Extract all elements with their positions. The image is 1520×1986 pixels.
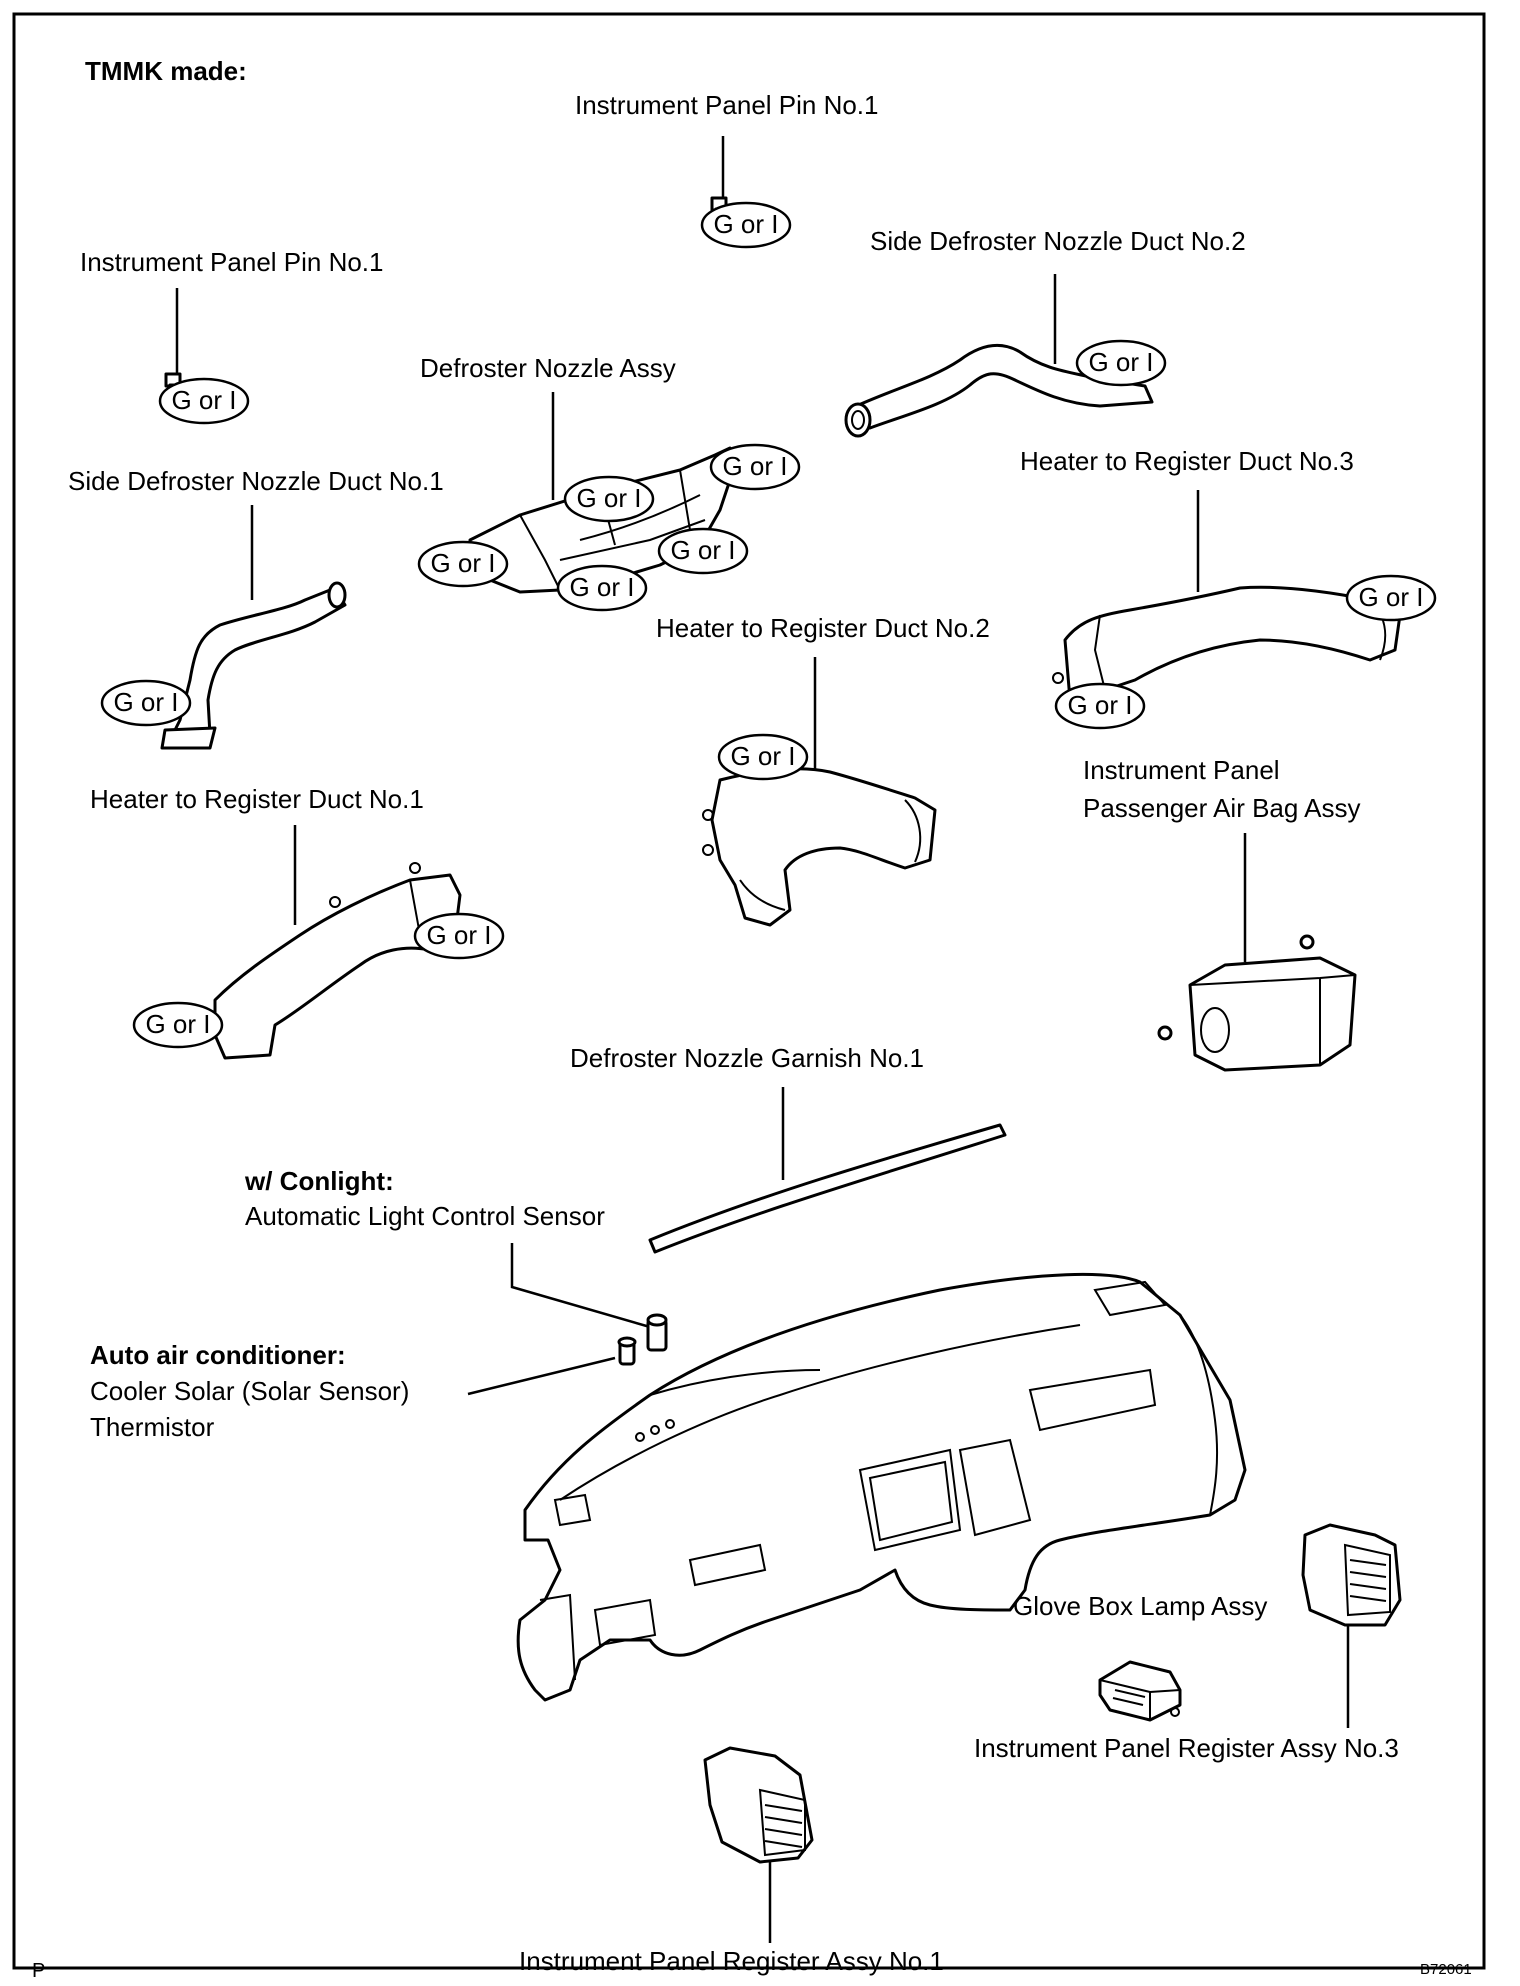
diagram-frame xyxy=(12,12,1486,1970)
svg-text:G or I: G or I xyxy=(1067,690,1132,720)
badge-heater-reg-no3-left: G or I xyxy=(1054,682,1146,730)
svg-text:G or I: G or I xyxy=(171,385,236,415)
svg-text:G or I: G or I xyxy=(722,451,787,481)
badge-defroster-nozzle-4: G or I xyxy=(417,540,509,588)
leader-conlight-sensor xyxy=(510,1243,651,1329)
glove-box-lamp-assy xyxy=(1098,1660,1182,1722)
side-defroster-nozzle-duct-no2 xyxy=(844,343,1154,438)
heater-to-register-duct-no2 xyxy=(702,767,937,927)
badge-defroster-nozzle-2: G or I xyxy=(563,475,655,523)
footer-left: P xyxy=(32,1960,45,1982)
svg-text:G or I: G or I xyxy=(145,1009,210,1039)
svg-text:G or I: G or I xyxy=(426,920,491,950)
badge-pin-left: G or I xyxy=(158,377,250,425)
svg-text:G or I: G or I xyxy=(576,483,641,513)
label-solar-line1: Cooler Solar (Solar Sensor) xyxy=(90,1376,409,1406)
label-defroster-nozzle-assy: Defroster Nozzle Assy xyxy=(420,353,676,383)
svg-text:G or I: G or I xyxy=(713,209,778,239)
defroster-nozzle-garnish-no1 xyxy=(648,1123,1007,1254)
label-glove-box-lamp: Glove Box Lamp Assy xyxy=(1013,1591,1267,1621)
auto-ac-heading: Auto air conditioner: xyxy=(90,1340,346,1370)
footer-right: B72061 xyxy=(1420,1961,1472,1978)
badge-pin-top: G or I xyxy=(700,201,792,249)
instrument-panel-register-assy-no1 xyxy=(703,1746,814,1864)
label-defroster-garnish: Defroster Nozzle Garnish No.1 xyxy=(570,1043,924,1073)
badge-side-defroster-no1: G or I xyxy=(100,679,192,727)
label-heater-reg-no3: Heater to Register Duct No.3 xyxy=(1020,446,1354,476)
label-airbag-line1: Instrument Panel xyxy=(1083,755,1280,785)
badge-heater-reg-no1-right: G or I xyxy=(413,912,505,960)
badge-defroster-nozzle-5: G or I xyxy=(556,564,648,612)
label-conlight-sensor: Automatic Light Control Sensor xyxy=(245,1201,605,1231)
svg-text:G or I: G or I xyxy=(430,548,495,578)
instrument-panel-register-assy-no3 xyxy=(1301,1523,1402,1627)
cooler-solar-sensor xyxy=(617,1336,637,1366)
label-pin-left: Instrument Panel Pin No.1 xyxy=(80,247,384,277)
badge-heater-reg-no3-right: G or I xyxy=(1345,574,1437,622)
label-heater-reg-no1: Heater to Register Duct No.1 xyxy=(90,784,424,814)
label-heater-reg-no2: Heater to Register Duct No.2 xyxy=(656,613,990,643)
label-airbag-line2: Passenger Air Bag Assy xyxy=(1083,793,1360,823)
automatic-light-control-sensor xyxy=(646,1313,668,1352)
heater-to-register-duct-no1 xyxy=(213,862,462,1060)
conlight-heading: w/ Conlight: xyxy=(244,1166,394,1196)
badge-heater-reg-no2: G or I xyxy=(717,733,809,781)
svg-text:G or I: G or I xyxy=(1088,347,1153,377)
label-register-no1: Instrument Panel Register Assy No.1 xyxy=(519,1946,944,1976)
label-side-defroster-no2: Side Defroster Nozzle Duct No.2 xyxy=(870,226,1246,256)
badge-defroster-nozzle-1: G or I xyxy=(709,443,801,491)
label-pin-top: Instrument Panel Pin No.1 xyxy=(575,90,879,120)
svg-text:G or I: G or I xyxy=(569,572,634,602)
svg-text:G or I: G or I xyxy=(730,741,795,771)
badge-side-defroster-no2: G or I xyxy=(1075,339,1167,387)
passenger-air-bag-assy xyxy=(1157,934,1357,1072)
leader-solar-sensor xyxy=(467,1356,616,1396)
svg-text:G or I: G or I xyxy=(670,535,735,565)
fastener-badges: G or I G or I G or I G or I G or I G or … xyxy=(100,201,1437,1049)
svg-text:G or I: G or I xyxy=(1358,582,1423,612)
instrument-panel xyxy=(516,1272,1247,1702)
label-side-defroster-no1: Side Defroster Nozzle Duct No.1 xyxy=(68,466,444,496)
badge-heater-reg-no1-left: G or I xyxy=(132,1001,224,1049)
badge-defroster-nozzle-3: G or I xyxy=(657,527,749,575)
svg-text:G or I: G or I xyxy=(113,687,178,717)
label-register-no3: Instrument Panel Register Assy No.3 xyxy=(974,1733,1399,1763)
heading: TMMK made: xyxy=(85,56,247,86)
label-solar-line2: Thermistor xyxy=(90,1412,215,1442)
side-defroster-nozzle-duct-no1 xyxy=(160,581,347,750)
